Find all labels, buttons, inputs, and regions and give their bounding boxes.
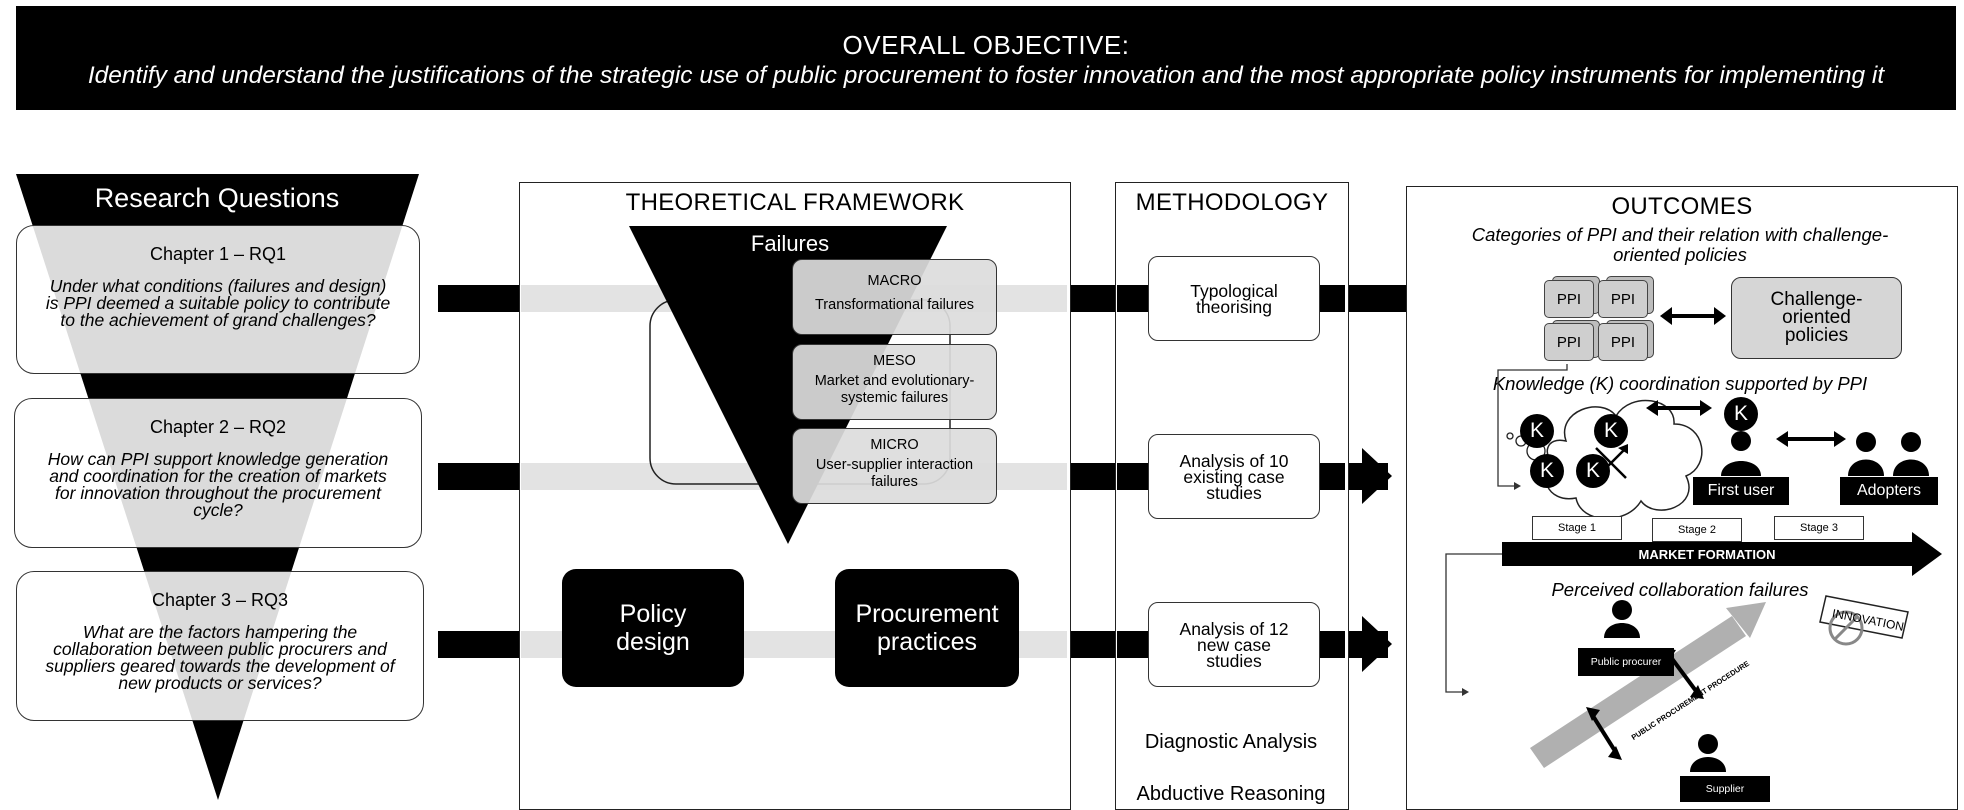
method-typological-box: Typological theorising: [1148, 256, 1320, 341]
banner-title: OVERALL OBJECTIVE:: [842, 30, 1130, 60]
policy-design-box: Policy design: [562, 569, 744, 687]
failure-macro-desc: Transformational failures: [814, 297, 975, 313]
ppi-tile-1: PPI: [1544, 280, 1594, 318]
double-arrow-ppi-challenge-icon: [1660, 307, 1726, 325]
failure-micro-level: MICRO: [870, 437, 919, 453]
method-new-cases-label: Analysis of 12 new case studies: [1179, 618, 1289, 671]
banner-subtitle: Identify and understand the justificatio…: [87, 62, 1885, 89]
connector-line-1: [1497, 364, 1568, 487]
outcomes-graphics: [1445, 307, 1942, 772]
adopters-label: Adopters: [1840, 477, 1938, 505]
first-user-figure-icon: [1721, 431, 1761, 476]
failure-micro-box: MICRO User-supplier interaction failures: [792, 428, 997, 504]
failure-meso-desc: Market and evolutionary-systemic failure…: [814, 373, 975, 406]
stage-1-box: Stage 1: [1532, 516, 1622, 540]
rq3-card: Chapter 3 – RQ3 What are the factors ham…: [16, 571, 424, 721]
rq1-card: Chapter 1 – RQ1 Under what conditions (f…: [16, 225, 420, 374]
market-formation-arrow: [1502, 532, 1942, 576]
failure-meso-box: MESO Market and evolutionary-systemic fa…: [792, 344, 997, 420]
adopters-figure-icon: [1848, 432, 1929, 476]
k-node-first-user: K: [1724, 397, 1758, 431]
supplier-figure-icon: [1690, 734, 1726, 772]
double-arrow-cloud-k-icon: [1646, 400, 1712, 416]
failure-micro-desc: User-supplier interaction failures: [815, 457, 974, 490]
procurement-practices-label: Procurement practices: [855, 600, 999, 656]
objective-banner: OVERALL OBJECTIVE: Identify and understa…: [16, 6, 1956, 110]
k-node-4: K: [1576, 454, 1610, 488]
rq2-question: How can PPI support knowledge generation…: [47, 449, 389, 520]
stage-2-box: Stage 2: [1652, 518, 1742, 542]
k-node-2: K: [1594, 414, 1628, 448]
rq2-chapter: Chapter 2 – RQ2: [149, 417, 287, 437]
public-procurer-label: Public procurer: [1578, 648, 1674, 676]
research-questions-header: Research Questions: [16, 176, 418, 220]
ppi-tile-4: PPI: [1598, 323, 1648, 361]
public-procurer-figure-icon: [1604, 600, 1640, 638]
failures-label: Failures: [750, 231, 830, 256]
methodology-title: METHODOLOGY: [1135, 189, 1329, 216]
method-new-cases-box: Analysis of 12 new case studies: [1148, 602, 1320, 687]
research-questions-title: Research Questions: [94, 182, 340, 213]
rq3-question: What are the factors hampering the colla…: [45, 622, 395, 693]
ppi-tile-3: PPI: [1544, 323, 1594, 361]
failure-macro-level: MACRO: [867, 273, 922, 289]
abductive-reasoning-label: Abductive Reasoning: [1136, 782, 1326, 805]
policy-design-label: Policy design: [616, 600, 690, 656]
procurement-practices-box: Procurement practices: [835, 569, 1019, 687]
double-arrow-adopters-icon: [1776, 431, 1846, 447]
failure-meso-level: MESO: [873, 353, 916, 369]
rq3-chapter: Chapter 3 – RQ3: [151, 590, 289, 610]
failure-macro-box: MACRO Transformational failures: [792, 259, 997, 335]
method-typological-label: Typological theorising: [1190, 280, 1278, 317]
k-node-3: K: [1530, 454, 1564, 488]
rq2-card: Chapter 2 – RQ2 How can PPI support know…: [14, 398, 422, 548]
method-existing-cases-label: Analysis of 10 existing case studies: [1179, 450, 1289, 503]
outcome1-caption: Categories of PPI and their relation wit…: [1471, 224, 1889, 265]
outcome3-caption: Perceived collaboration failures: [1551, 579, 1809, 600]
challenge-policies-label: Challenge-oriented policies: [1770, 289, 1863, 346]
outcome2-caption: Knowledge (K) coordination supported by …: [1492, 373, 1868, 394]
challenge-policies-box: Challenge-oriented policies: [1731, 277, 1902, 359]
ppi-cluster: PPI PPI PPI PPI: [1544, 276, 1654, 361]
interaction-arrows-icon: [1591, 654, 1698, 753]
ppi-tile-2: PPI: [1598, 280, 1648, 318]
rq1-question: Under what conditions (failures and desi…: [45, 276, 391, 330]
supplier-label: Supplier: [1680, 776, 1770, 802]
method-existing-cases-box: Analysis of 10 existing case studies: [1148, 434, 1320, 519]
procurement-procedure-arrow: [1530, 602, 1766, 768]
innovation-prohibited-icon: [1819, 595, 1909, 646]
diagnostic-analysis-label: Diagnostic Analysis: [1144, 730, 1318, 753]
k-node-1: K: [1520, 414, 1554, 448]
market-formation-label: MARKET FORMATION: [1638, 546, 1776, 562]
first-user-label: First user: [1693, 477, 1789, 505]
framework-title: THEORETICAL FRAMEWORK: [625, 189, 965, 216]
outcomes-title: OUTCOMES: [1611, 193, 1753, 220]
rq1-chapter: Chapter 1 – RQ1: [149, 244, 287, 264]
stage-3-box: Stage 3: [1774, 516, 1864, 540]
